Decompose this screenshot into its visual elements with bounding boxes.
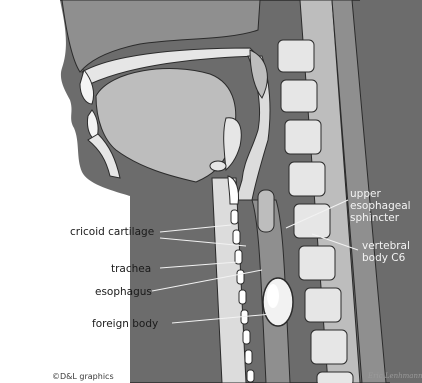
esophageal-sphincter	[258, 190, 274, 232]
label-foreign-body: foreign body	[92, 318, 158, 330]
label-vertebral-line-2: body C6	[362, 252, 410, 264]
artist-signature: Eric Lenhmann	[368, 372, 422, 380]
hyoid-bone	[210, 161, 226, 171]
label-cricoid-cartilage: cricoid cartilage	[70, 226, 154, 238]
label-vertebral-line-1: vertebral	[362, 240, 410, 252]
publisher-credit: ©D&L graphics	[52, 372, 114, 381]
label-esophagus: esophagus	[95, 286, 152, 298]
label-trachea: trachea	[111, 263, 151, 275]
label-ues-line-1: upper	[350, 188, 411, 200]
label-upper-esophageal-sphincter: upper esophageal sphincter	[350, 188, 411, 224]
label-ues-line-3: sphincter	[350, 212, 411, 224]
label-ues-line-2: esophageal	[350, 200, 411, 212]
foreign-body-highlight	[267, 284, 279, 308]
label-vertebral-body: vertebral body C6	[362, 240, 410, 264]
